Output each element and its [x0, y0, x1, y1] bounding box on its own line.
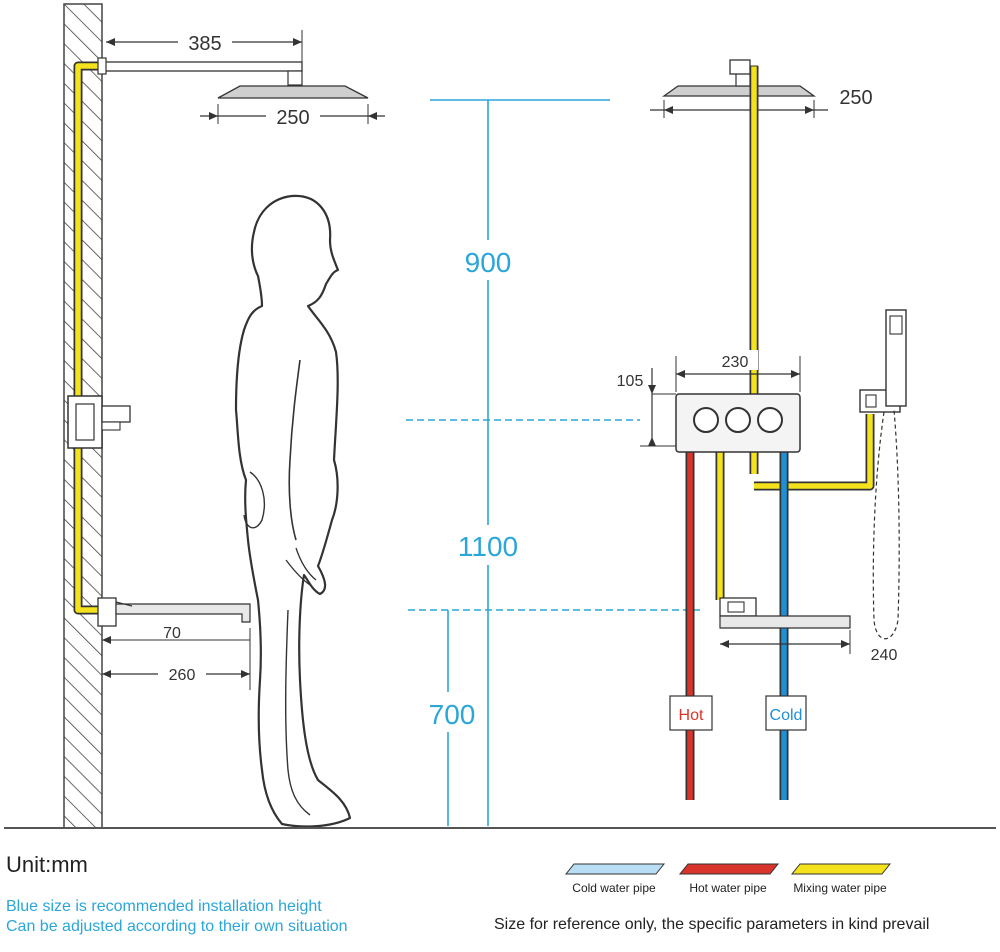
left-side-view: 385 250 70 260	[63, 3, 385, 829]
dim-385-label: 385	[188, 33, 221, 55]
hot-tag-box	[669, 695, 713, 731]
cold-tag-box	[765, 695, 807, 731]
left-valve-handle	[101, 405, 131, 423]
dim-260-label: 260	[169, 667, 196, 684]
shower-hose-dashed	[872, 409, 900, 640]
legend-cold-label: Cold water pipe	[572, 881, 656, 895]
right-head-mount	[729, 59, 751, 75]
height-700-label: 700	[429, 699, 476, 730]
legend-cold-swatch	[564, 863, 666, 875]
right-tub-spout	[719, 615, 851, 629]
legend-mix-label: Mixing water pipe	[793, 881, 887, 895]
dim-250-right-label: 250	[839, 87, 872, 109]
dim-105-label: 105	[617, 373, 644, 390]
height-dimensions: 900 1100 700	[406, 99, 700, 826]
hot-tag-label: Hot	[679, 707, 704, 724]
left-tub-spout	[115, 603, 251, 623]
legend-hot-swatch	[678, 863, 780, 875]
pipe-legend: Cold water pipe Hot water pipe Mixing wa…	[564, 863, 892, 895]
unit-label: Unit:mm	[6, 852, 88, 877]
human-figure-outline	[234, 194, 352, 828]
valve-knob-3	[757, 407, 783, 433]
height-900-label: 900	[465, 247, 512, 278]
valve-knob-1	[693, 407, 719, 433]
dim-70-label: 70	[163, 625, 181, 642]
dim-230-label: 230	[722, 354, 749, 371]
legend-mix-swatch	[790, 863, 892, 875]
disclaimer-text: Size for reference only, the specific pa…	[494, 916, 930, 933]
left-shower-arm	[101, 61, 303, 72]
left-shower-head	[217, 85, 369, 99]
blue-note-line-1: Blue size is recommended installation he…	[6, 898, 322, 915]
dim-240-label: 240	[871, 647, 898, 664]
cold-tag-label: Cold	[770, 707, 803, 724]
dim-250-left-label: 250	[276, 107, 309, 129]
legend-hot-label: Hot water pipe	[689, 881, 767, 895]
right-hand-mix-pipe	[754, 414, 873, 489]
right-shower-head	[661, 85, 817, 97]
blue-note-line-2: Can be adjusted according to their own s…	[6, 918, 348, 935]
valve-knob-2	[725, 407, 751, 433]
right-front-view: 250 230 105	[617, 59, 907, 800]
left-spout-flange	[97, 597, 117, 627]
height-1100-label: 1100	[458, 531, 518, 562]
